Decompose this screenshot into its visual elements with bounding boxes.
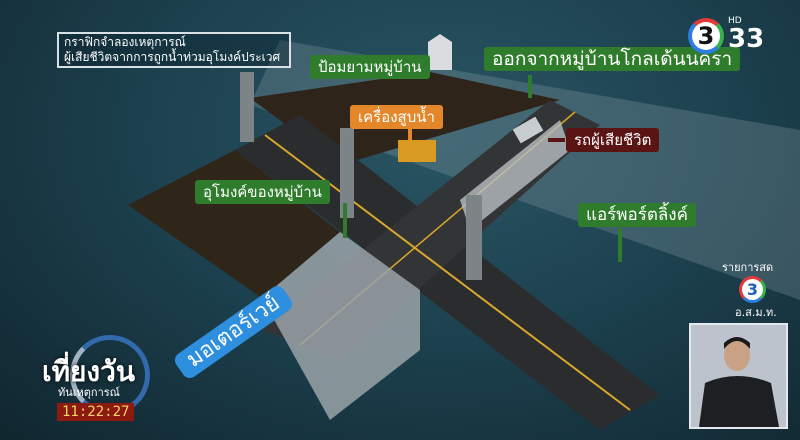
channel-number: 33 [728,24,765,54]
mcot-label: อ.ส.ม.ท. [735,306,777,319]
live-channel-logo: 3 [739,276,766,303]
label-guard-post: ป้อมยามหมู่บ้าน [310,55,430,79]
graphic-title-box: กราฟิกจำลองเหตุการณ์ ผู้เสียชีวิตจากการถ… [57,32,291,68]
program-subtitle: ทันเหตุการณ์ [58,386,120,399]
interpreter-body [699,376,779,427]
label-victim-car: รถผู้เสียชีวิต [566,128,660,152]
guard-post-icon [428,34,452,70]
clock: 11:22:27 [57,403,135,421]
hd-badge: HD [728,16,742,26]
pillar [466,195,482,280]
interpreter-figure [699,337,779,427]
interpreter-head [724,339,750,371]
victim-car-icon [512,116,544,144]
left-dirt-block [128,150,340,298]
label-village-tunnel: อุโมงค์ของหมู่บ้าน [195,180,330,204]
pillar [340,128,354,218]
sign-language-interpreter [689,323,788,429]
label-arrows [343,64,622,262]
label-airport-link: แอร์พอร์ตลิ้งค์ [578,203,696,227]
water-pump-icon [398,140,436,162]
title-line-1: กราฟิกจำลองเหตุการณ์ [64,35,186,49]
pillar [240,72,254,142]
channel-3-logo: 3 [688,18,724,54]
tunnel-wall [262,232,420,420]
live-label: รายการสด [722,261,774,274]
interpreter-hair [724,337,750,349]
tunnel-wall [460,120,570,230]
program-name: เที่ยงวัน [42,355,135,388]
title-line-2: ผู้เสียชีวิตจากการถูกน้ำท่วมอุโมงค์ประเว… [64,50,281,64]
label-water-pump: เครื่องสูบน้ำ [350,105,443,129]
